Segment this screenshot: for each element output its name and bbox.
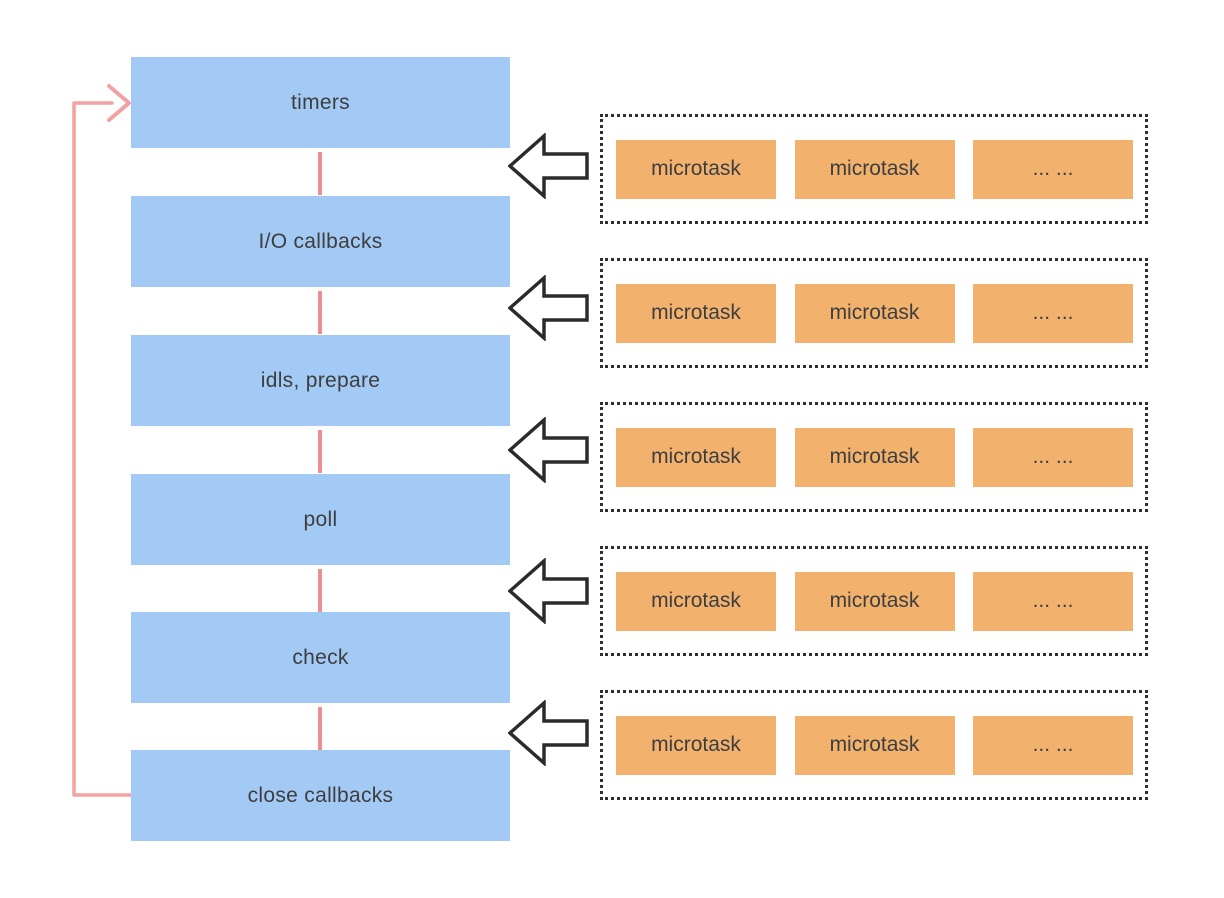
microtask-label: microtask: [651, 733, 741, 756]
microtask-queue-row: microtask microtask ... ...: [600, 402, 1148, 512]
phase-box-idle-prepare: idls, prepare: [131, 335, 510, 426]
phase-label: close callbacks: [247, 783, 394, 807]
microtask-queue-row: microtask microtask ... ...: [600, 546, 1148, 656]
ellipsis-label: ... ...: [1032, 157, 1074, 180]
microtask-label: microtask: [829, 157, 920, 180]
phase-label: idls, prepare: [260, 368, 381, 392]
phase-connector-line: [318, 569, 322, 612]
microtask-box: microtask: [616, 139, 776, 199]
phase-label: timers: [291, 90, 350, 114]
ellipsis-box: ... ...: [973, 571, 1133, 631]
phase-label: I/O callbacks: [258, 229, 383, 253]
phase-connector-line: [318, 291, 322, 334]
microtask-box: microtask: [616, 427, 776, 487]
microtask-box: microtask: [794, 715, 955, 775]
phase-connector-line: [318, 152, 322, 195]
phase-label: check: [292, 645, 349, 669]
phase-box-close-callbacks: close callbacks: [131, 750, 510, 841]
ellipsis-box: ... ...: [973, 427, 1133, 487]
microtask-box: microtask: [794, 283, 955, 343]
phase-box-timers: timers: [131, 57, 510, 148]
microtask-queue-row: microtask microtask ... ...: [600, 690, 1148, 800]
left-block-arrow-icon: [508, 275, 589, 341]
phase-connector-line: [318, 707, 322, 750]
left-block-arrow-icon: [508, 417, 589, 483]
ellipsis-label: ... ...: [1032, 733, 1074, 756]
ellipsis-label: ... ...: [1032, 301, 1074, 324]
microtask-label: microtask: [651, 445, 741, 468]
phase-box-check: check: [131, 612, 510, 703]
microtask-box: microtask: [794, 571, 955, 631]
microtask-label: microtask: [651, 157, 741, 180]
microtask-box: microtask: [794, 427, 955, 487]
ellipsis-label: ... ...: [1032, 445, 1074, 468]
microtask-box: microtask: [794, 139, 955, 199]
microtask-box: microtask: [616, 571, 776, 631]
left-block-arrow-icon: [508, 558, 589, 624]
microtask-label: microtask: [829, 445, 920, 468]
microtask-box: microtask: [616, 283, 776, 343]
microtask-label: microtask: [651, 301, 741, 324]
ellipsis-box: ... ...: [973, 139, 1133, 199]
microtask-box: microtask: [616, 715, 776, 775]
phase-box-io-callbacks: I/O callbacks: [131, 196, 510, 287]
ellipsis-box: ... ...: [973, 283, 1133, 343]
left-block-arrow-icon: [508, 133, 589, 199]
microtask-queue-row: microtask microtask ... ...: [600, 258, 1148, 368]
microtask-label: microtask: [829, 301, 920, 324]
phase-connector-line: [318, 430, 322, 473]
microtask-label: microtask: [829, 589, 920, 612]
microtask-label: microtask: [651, 589, 741, 612]
phase-label: poll: [303, 507, 338, 531]
left-block-arrow-icon: [508, 700, 589, 766]
microtask-label: microtask: [829, 733, 920, 756]
microtask-queue-row: microtask microtask ... ...: [600, 114, 1148, 224]
ellipsis-label: ... ...: [1032, 589, 1074, 612]
ellipsis-box: ... ...: [973, 715, 1133, 775]
phase-box-poll: poll: [131, 474, 510, 565]
